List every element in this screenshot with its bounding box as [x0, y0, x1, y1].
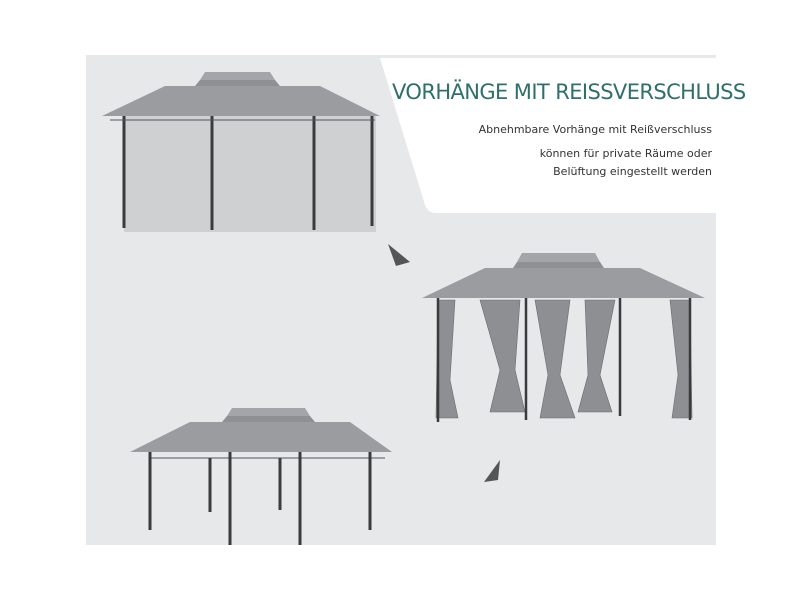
feature-description-line-2: können für private Räume oder	[539, 147, 712, 160]
feature-title: VORHÄNGE MIT REISSVERSCHLUSS	[392, 80, 746, 104]
feature-description-line-1: Abnehmbare Vorhänge mit Reißverschluss	[478, 123, 712, 136]
feature-description-line-3: Belüftung eingestellt werden	[553, 165, 712, 178]
